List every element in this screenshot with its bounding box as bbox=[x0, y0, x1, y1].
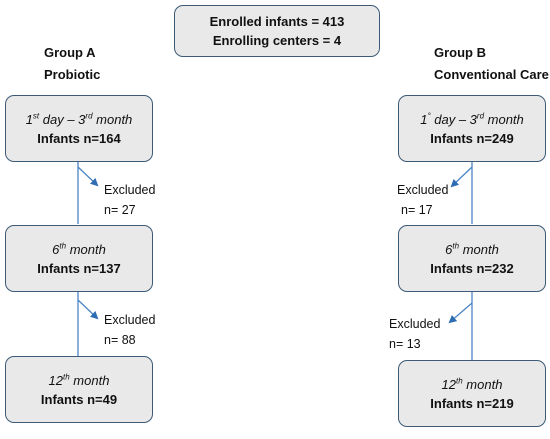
group-a-stage-2-box: 6th month Infants n=137 bbox=[5, 225, 153, 292]
group-a-arm: Probiotic bbox=[44, 67, 101, 82]
group-a-stage-1-box: 1st day – 3rd month Infants n=164 bbox=[5, 95, 153, 162]
group-b-stage-1-box: 1° day – 3rd month Infants n=249 bbox=[398, 95, 546, 162]
exclusion-label: Excluded bbox=[104, 313, 156, 327]
exclusion-count: n= 13 bbox=[389, 337, 421, 351]
exclusion-count: n= 27 bbox=[104, 203, 136, 217]
exclusion-label: Excluded bbox=[104, 183, 156, 197]
exclusion-count: n= 17 bbox=[401, 203, 433, 217]
exclusion-arrow-b-1 bbox=[450, 166, 473, 188]
stage-period: 12th month bbox=[48, 372, 110, 388]
group-b-arm: Conventional Care bbox=[434, 67, 549, 82]
exclusion-count: n= 88 bbox=[104, 333, 136, 347]
stage-count: Infants n=137 bbox=[37, 260, 121, 276]
exclusion-arrow-a-2 bbox=[77, 299, 99, 320]
exclusion-label: Excluded bbox=[397, 183, 449, 197]
group-a-heading: Group A Probiotic bbox=[44, 42, 100, 86]
exclusion-label: Excluded bbox=[389, 317, 441, 331]
group-a-stage-3-box: 12th month Infants n=49 bbox=[5, 356, 153, 423]
stage-count: Infants n=164 bbox=[37, 130, 121, 146]
stage-count: Infants n=219 bbox=[430, 395, 514, 411]
group-a-exclusion-2: Excluded n= 88 bbox=[104, 310, 155, 350]
stage-period: 6th month bbox=[52, 241, 106, 257]
group-a-exclusion-1: Excluded n= 27 bbox=[104, 180, 155, 220]
stage-period: 12th month bbox=[441, 376, 503, 392]
stage-count: Infants n=49 bbox=[40, 391, 118, 407]
group-b-stage-3-box: 12th month Infants n=219 bbox=[398, 360, 546, 427]
exclusion-arrow-b-2 bbox=[448, 302, 473, 324]
group-b-stage-2-box: 6th month Infants n=232 bbox=[398, 225, 546, 292]
group-b-exclusion-2: Excluded n= 13 bbox=[389, 314, 440, 354]
stage-period: 1° day – 3rd month bbox=[420, 111, 524, 127]
exclusion-arrow-a-1 bbox=[77, 166, 99, 187]
group-b-name: Group B bbox=[434, 45, 486, 60]
stage-period: 6th month bbox=[445, 241, 499, 257]
stage-count: Infants n=232 bbox=[430, 260, 514, 276]
group-b-exclusion-1: Excluded n= 17 bbox=[397, 180, 448, 220]
group-a-name: Group A bbox=[44, 45, 96, 60]
stage-period: 1st day – 3rd month bbox=[25, 111, 133, 127]
group-b-heading: Group B Conventional Care bbox=[434, 42, 549, 86]
stage-count: Infants n=249 bbox=[430, 130, 514, 146]
enrolled-infants-text: Enrolled infants = 413 bbox=[209, 14, 345, 29]
enrollment-box: Enrolled infants = 413 Enrolling centers… bbox=[174, 5, 380, 57]
enrolling-centers-text: Enrolling centers = 4 bbox=[212, 33, 342, 48]
